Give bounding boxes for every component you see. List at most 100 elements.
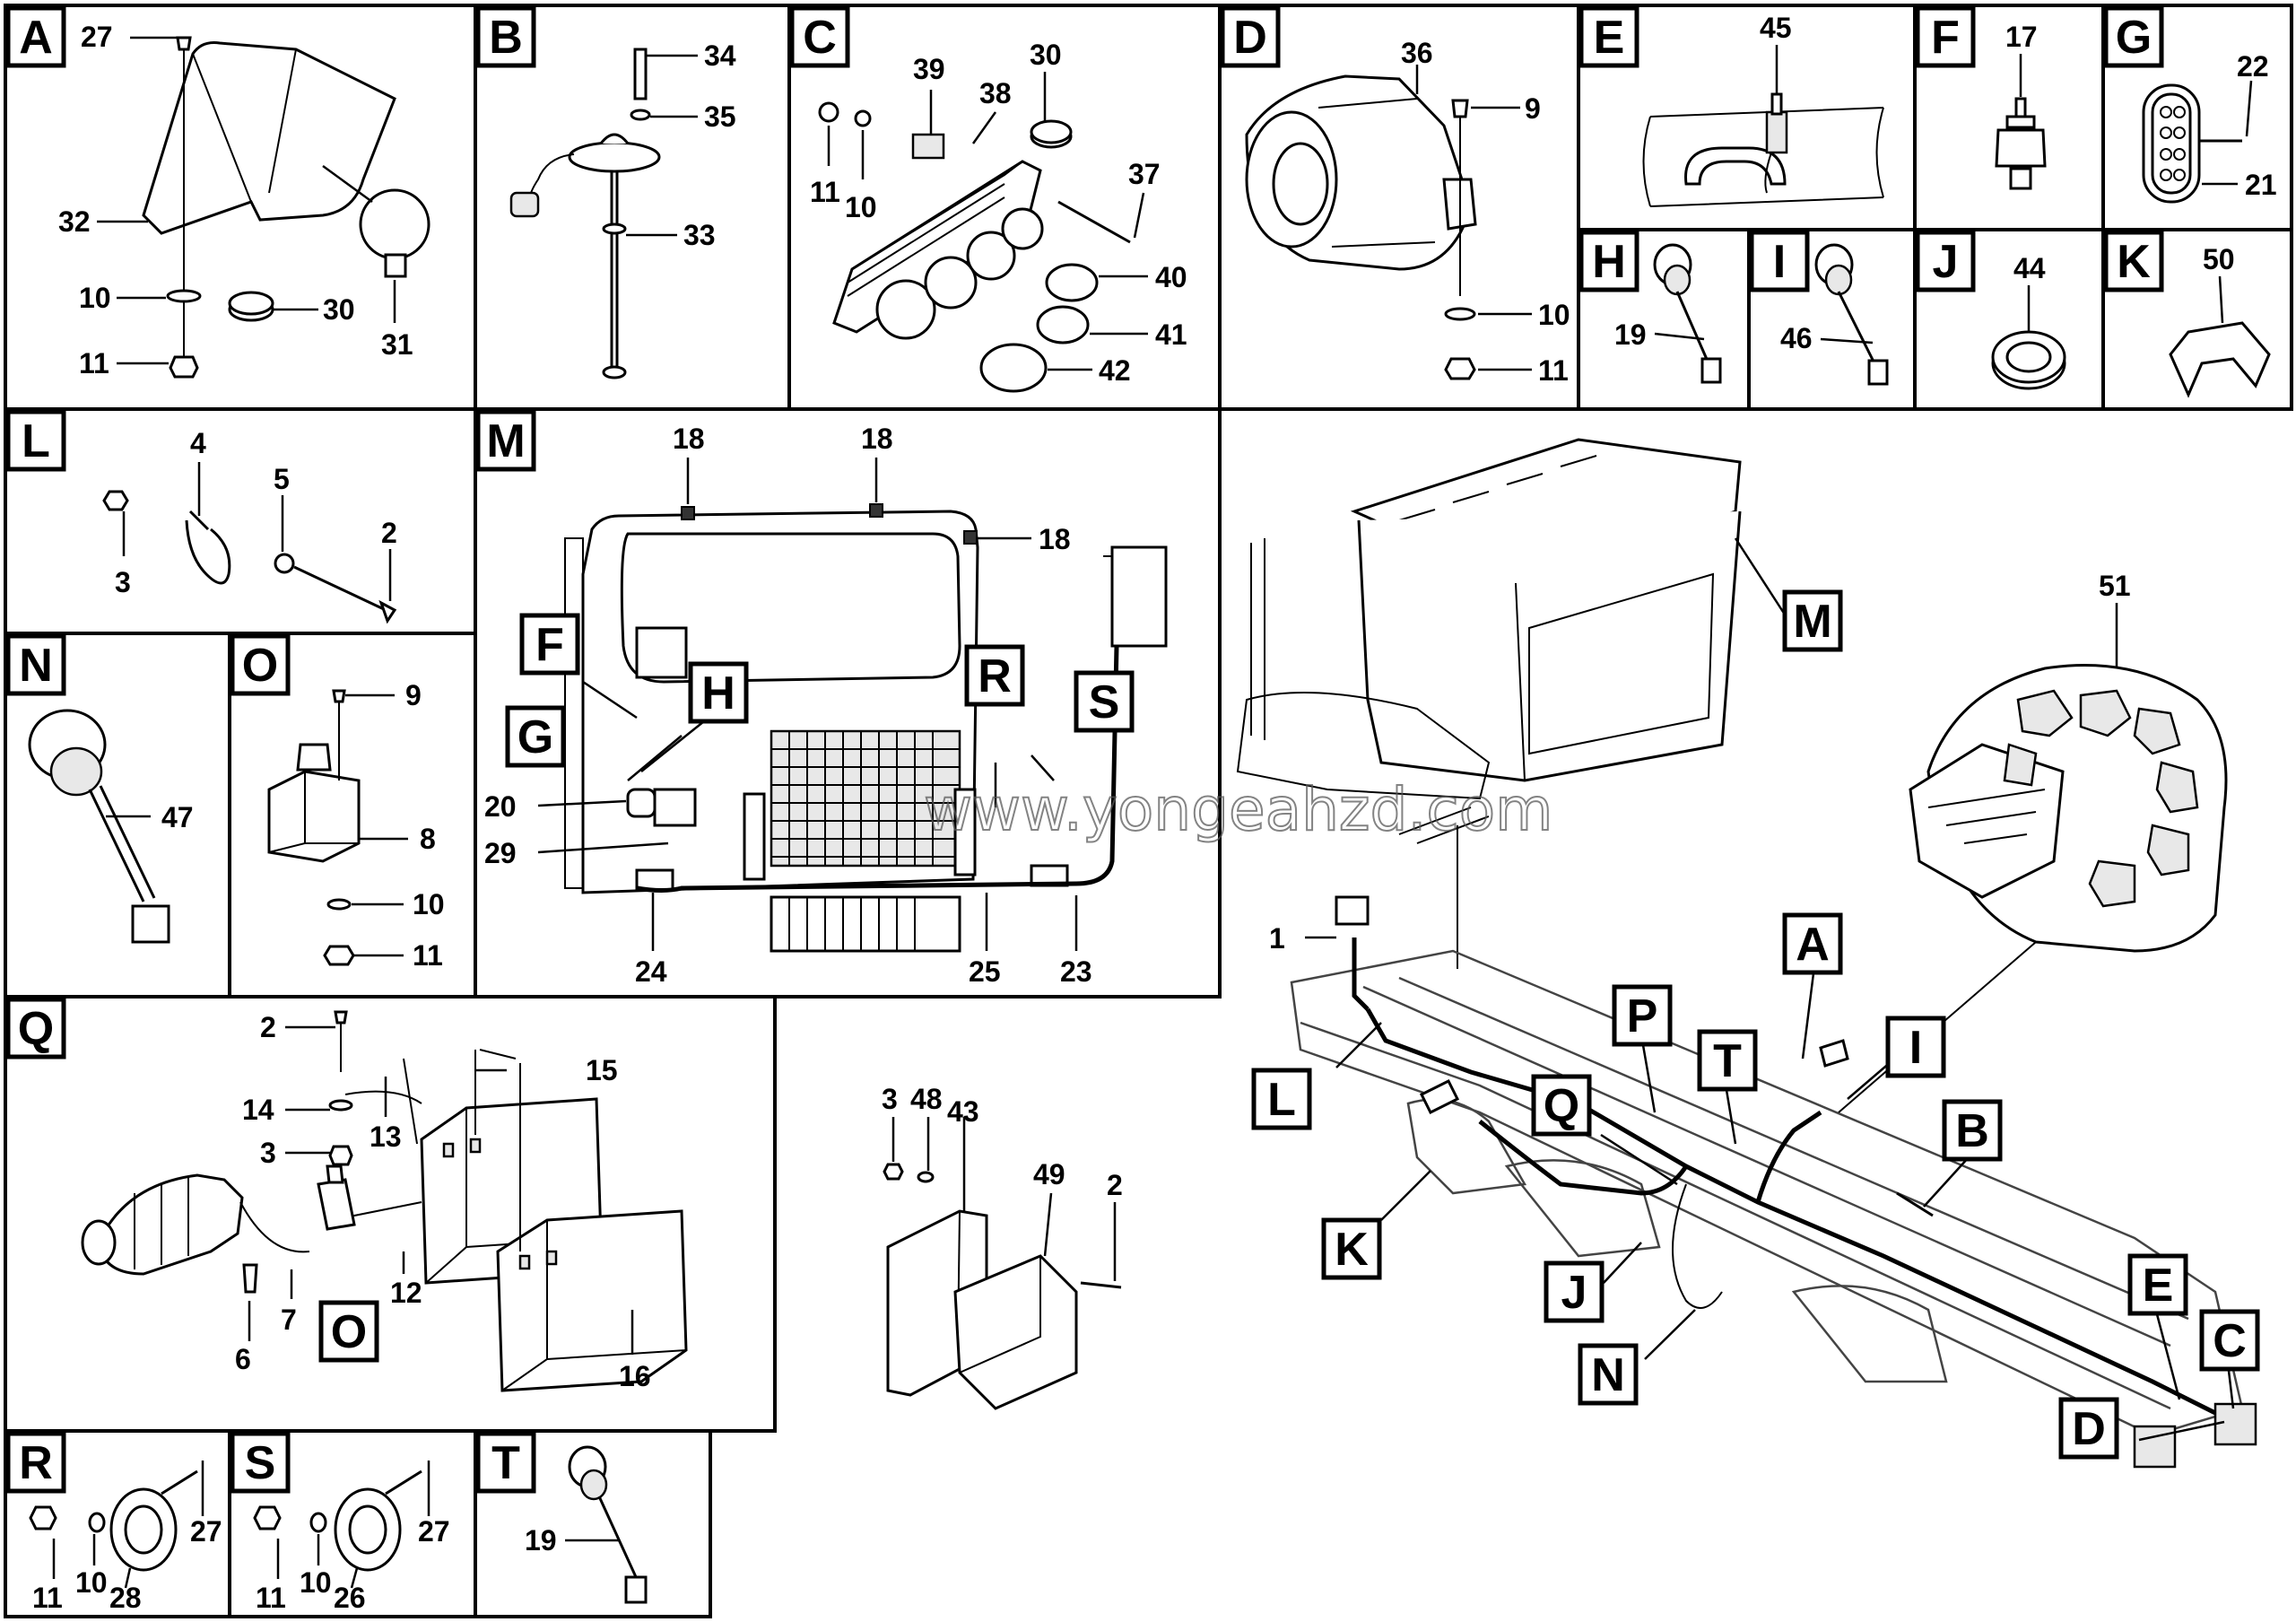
callout-c-39: 39: [913, 53, 945, 85]
horn-s-drawing: [253, 1469, 422, 1572]
panel-l-leaders: [122, 462, 392, 601]
wheel-overview-drawing: [1838, 664, 2228, 1113]
callout-q-6: 6: [235, 1343, 251, 1375]
overview-label-p: P: [1612, 984, 1673, 1047]
panel-t-label: T: [475, 1431, 536, 1494]
callout-o-10: 10: [413, 888, 445, 920]
svg-text:L: L: [22, 415, 50, 467]
callout-n-47: 47: [161, 801, 194, 833]
panel-f-label: F: [1915, 5, 1976, 68]
panel-a-label: A: [5, 5, 66, 68]
panel-k-label: K: [2103, 230, 2164, 292]
panel-i-callouts: 46: [1780, 322, 1813, 354]
callout-t-19: 19: [525, 1524, 557, 1557]
callout-q-2: 2: [260, 1011, 276, 1043]
control-box-drawing: [883, 1163, 1122, 1410]
panel-b-label: B: [475, 5, 536, 68]
callout-loose-49: 49: [1033, 1158, 1065, 1190]
callout-r-11: 11: [32, 1582, 63, 1614]
callout-i-46: 46: [1780, 322, 1813, 354]
svg-text:N: N: [19, 640, 53, 692]
svg-text:N: N: [1591, 1349, 1625, 1401]
callout-h-19: 19: [1614, 318, 1647, 351]
callout-c-38: 38: [979, 77, 1012, 109]
watermark-text: www.yongeahzd.com: [924, 775, 1552, 844]
panel-l-callouts: 4 5 3 2: [115, 427, 397, 598]
callout-m-18c: 18: [1039, 523, 1071, 555]
panel-s-callouts: 27 11 10 26: [256, 1515, 450, 1614]
callout-q-13: 13: [370, 1121, 402, 1153]
callout-g-22: 22: [2237, 50, 2269, 83]
svg-text:H: H: [1592, 236, 1626, 288]
panel-r-callouts: 27 11 10 28: [32, 1515, 222, 1614]
svg-text:B: B: [489, 12, 523, 64]
callout-l-2: 2: [381, 517, 397, 549]
panel-frames: [4, 4, 2293, 1618]
callout-loose-3: 3: [882, 1083, 898, 1115]
chassis-overview-drawing: [1290, 895, 2257, 1469]
panel-e-label: E: [1578, 5, 1639, 68]
panel-g-label: G: [2103, 5, 2164, 68]
clip-k-drawing: [2169, 321, 2271, 398]
callout-b-33: 33: [683, 219, 716, 251]
overview-label-n: N: [1578, 1343, 1639, 1406]
callout-m-18a: 18: [673, 423, 705, 455]
callout-overview-51: 51: [2099, 570, 2131, 602]
svg-text:G: G: [517, 711, 553, 763]
overview-label-b: B: [1942, 1099, 2003, 1162]
svg-text:Q: Q: [1544, 1080, 1579, 1132]
panel-s-label: S: [230, 1431, 291, 1494]
svg-text:T: T: [491, 1437, 520, 1489]
panel-n-callouts: 47: [161, 801, 194, 833]
overview-label-k: K: [1321, 1217, 1382, 1280]
loose-callouts: 3 48 43 49 2: [882, 1083, 1123, 1201]
svg-text:T: T: [1713, 1035, 1742, 1087]
callout-r-27: 27: [190, 1515, 222, 1548]
panel-s-leaders: [276, 1461, 430, 1589]
panel-c-leaders: [827, 72, 1148, 371]
callout-l-4: 4: [190, 427, 206, 459]
svg-text:D: D: [1233, 12, 1267, 64]
callout-loose-43: 43: [947, 1095, 979, 1128]
svg-text:Q: Q: [18, 1003, 54, 1055]
callout-c-37: 37: [1128, 158, 1161, 190]
lamp-socket-i-drawing: [1814, 243, 1889, 386]
callout-c-10: 10: [845, 191, 877, 223]
svg-text:B: B: [1955, 1105, 1989, 1157]
callout-d-36: 36: [1401, 37, 1433, 69]
panel-j-label: J: [1915, 230, 1976, 292]
m-detail-label-h: H: [688, 661, 749, 724]
panel-b-leaders: [626, 54, 698, 237]
panel-r-label: R: [5, 1431, 66, 1494]
callout-k-50: 50: [2203, 243, 2235, 275]
panel-l-label: L: [5, 409, 66, 472]
panel-i-label: I: [1749, 230, 1810, 292]
m-detail-label-s: S: [1074, 670, 1135, 733]
svg-text:E: E: [1594, 12, 1625, 64]
svg-text:R: R: [978, 650, 1012, 702]
panel-f-callouts: 17: [2005, 21, 2038, 53]
svg-text:E: E: [2143, 1260, 2174, 1312]
horn-cone-drawing: [1245, 74, 1477, 380]
callout-d-9: 9: [1525, 92, 1541, 125]
panel-h-label: H: [1578, 230, 1639, 292]
callout-o-11: 11: [413, 939, 443, 972]
svg-text:S: S: [245, 1437, 276, 1489]
callout-m-25: 25: [969, 955, 1001, 988]
panel-n-label: N: [5, 633, 66, 696]
m-detail-label-r: R: [964, 644, 1025, 707]
callout-m-29: 29: [484, 837, 517, 869]
svg-text:I: I: [1909, 1022, 1922, 1074]
callout-m-18b: 18: [861, 423, 893, 455]
panel-d-label: D: [1220, 5, 1281, 68]
svg-text:J: J: [1933, 236, 1959, 288]
panel-m-callouts: 18 18 18 20 29 24 25 23: [484, 423, 1092, 988]
svg-text:I: I: [1773, 236, 1786, 288]
loose-parts-leaders: [891, 1117, 1117, 1281]
callout-l-5: 5: [274, 463, 290, 495]
lamp-socket-h-drawing: [1653, 243, 1722, 384]
callout-c-30: 30: [1030, 39, 1062, 71]
svg-text:F: F: [535, 619, 564, 671]
svg-text:A: A: [19, 12, 53, 64]
